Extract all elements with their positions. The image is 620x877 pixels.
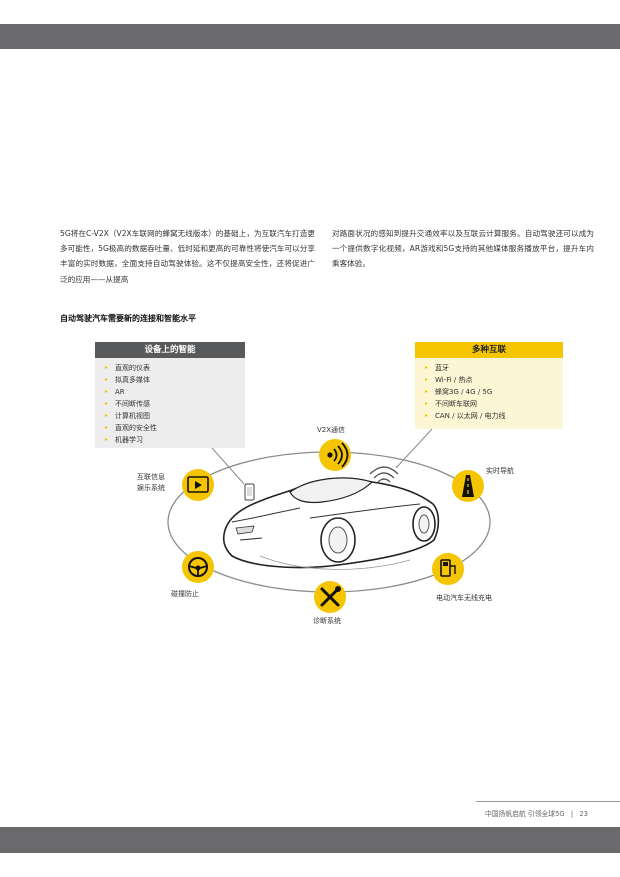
wifi-waves [369, 466, 399, 483]
car-illustration [222, 477, 440, 570]
footer-separator: | [570, 810, 574, 818]
on-device-intelligence-title: 设备上的智能 [95, 342, 245, 358]
connection-ring [167, 451, 491, 593]
multi-connectivity-title: 多种互联 [415, 342, 563, 358]
list-item: 机器学习 [105, 434, 245, 446]
list-item: CAN / 以太网 / 电力线 [425, 410, 563, 422]
front-wheel [320, 517, 356, 563]
list-item: 拟真多媒体 [105, 374, 245, 386]
list-item: Wi-Fi / 热点 [425, 374, 563, 386]
list-item: 不间断传感 [105, 398, 245, 410]
tools-icon [314, 581, 346, 613]
phone-icon [244, 483, 255, 501]
list-item: 直观的仪表 [105, 362, 245, 374]
rear-wheel [412, 506, 436, 542]
diagnostics-label: 诊断系统 [313, 617, 341, 625]
infotainment-label-line1: 互联信息 [137, 473, 165, 481]
v2x-label: V2X通信 [317, 426, 346, 434]
page-footer: 中国扬帆启航 引领全球5G | 23 [485, 808, 588, 818]
steering-wheel-icon [182, 551, 214, 583]
list-item: 蓝牙 [425, 362, 563, 374]
on-device-intelligence-list: 直观的仪表 拟真多媒体 AR 不间断传感 计算机视图 直观的安全性 机器学习 [95, 358, 245, 446]
footer-rule [476, 801, 620, 802]
wireless-signal-icon [319, 439, 351, 471]
navigation-label: 实时导航 [486, 467, 514, 475]
media-player-icon [182, 469, 214, 501]
list-item: 直观的安全性 [105, 422, 245, 434]
road-icon [452, 470, 484, 502]
section-title: 自动驾驶汽车需要新的连接和智能水平 [60, 314, 196, 323]
on-device-intelligence-panel: 设备上的智能 直观的仪表 拟真多媒体 AR 不间断传感 计算机视图 直观的安全性… [95, 342, 245, 448]
list-item: 不间断车联网 [425, 398, 563, 410]
multi-connectivity-panel: 多种互联 蓝牙 Wi-Fi / 热点 蜂窝3G / 4G / 5G 不间断车联网… [415, 342, 563, 429]
top-band [0, 24, 620, 49]
charging-station-icon [432, 553, 464, 585]
multi-connectivity-list: 蓝牙 Wi-Fi / 热点 蜂窝3G / 4G / 5G 不间断车联网 CAN … [415, 358, 563, 422]
footer-text: 中国扬帆启航 引领全球5G [484, 810, 565, 818]
connect-panel-pointer [395, 428, 433, 469]
smart-panel-pointer [211, 447, 245, 485]
body-paragraph-left: 5G将在C-V2X（V2X车联网的蜂窝无线版本）的基础上，为互联汽车打造更多可能… [60, 229, 315, 284]
list-item: AR [105, 386, 245, 398]
collision-label: 碰撞防止 [171, 590, 199, 598]
bottom-band [0, 827, 620, 853]
list-item: 计算机视图 [105, 410, 245, 422]
body-paragraph-right: 对路面状况的感知到提升交通效率以及互联云计算服务。自动驾驶还可以成为一个提供数字… [332, 229, 594, 269]
ev-charging-label: 电动汽车无线充电 [436, 594, 492, 602]
infotainment-label-line2: 娱乐系统 [137, 484, 165, 492]
list-item: 蜂窝3G / 4G / 5G [425, 386, 563, 398]
page-number: 23 [579, 810, 588, 818]
